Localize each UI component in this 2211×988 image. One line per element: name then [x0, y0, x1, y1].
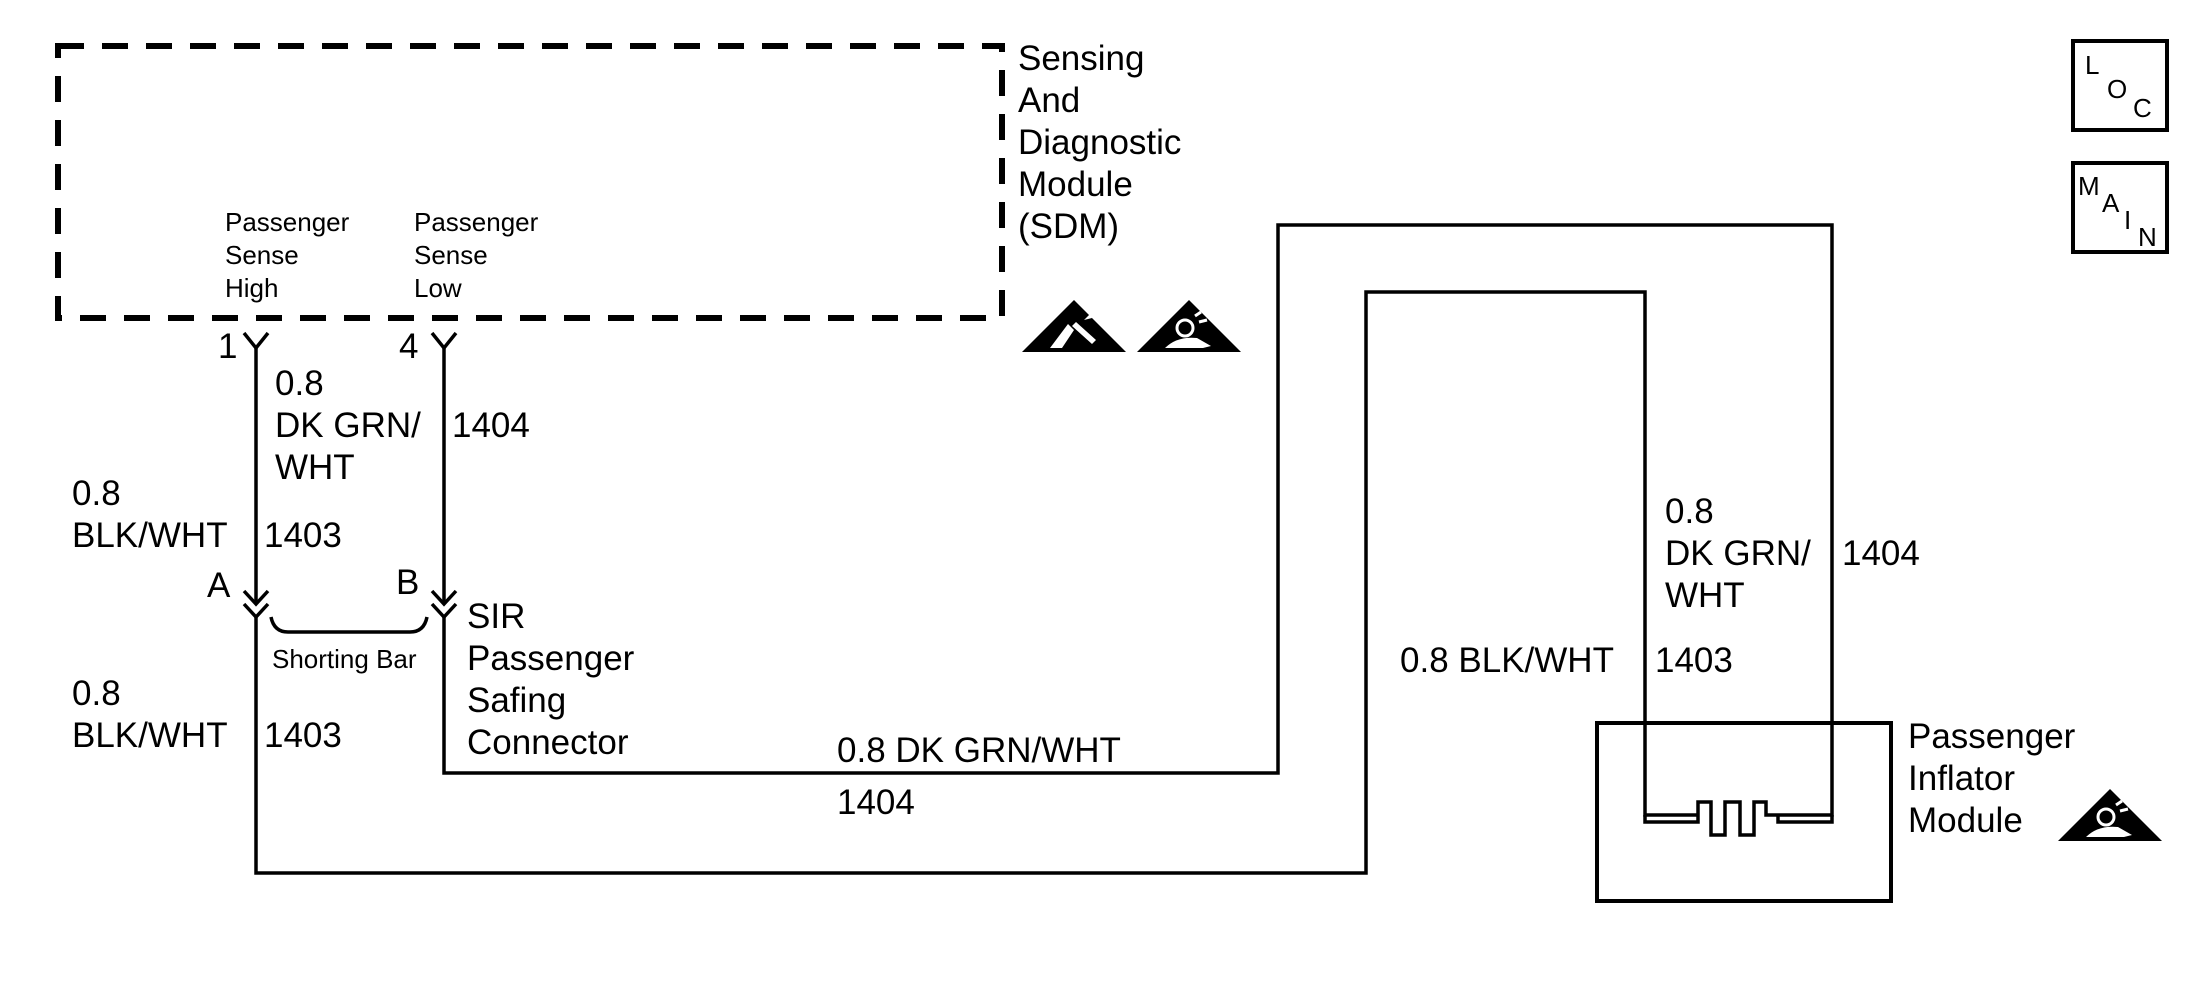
inflator-name: Passenger Inflator Module — [1908, 717, 2076, 840]
loc-button[interactable]: L O C — [2071, 39, 2169, 132]
main-char: N — [2138, 222, 2157, 252]
sdm-title-line: (SDM) — [1018, 207, 1119, 246]
wire-gauge-label: 0.8 — [72, 674, 121, 713]
pin-number-1: 1 — [218, 327, 237, 366]
wire-label-right-black: 0.8 BLK/WHT — [1400, 641, 1614, 680]
wire-gauge-label: 0.8 — [275, 364, 324, 403]
main-char: M — [2078, 171, 2100, 201]
pin-number-4: 4 — [399, 327, 418, 366]
sdm-terminal-high — [242, 331, 270, 351]
loc-char: C — [2133, 93, 2152, 123]
sdm-title-line: And — [1018, 81, 1080, 120]
connector-pin-a — [242, 589, 270, 620]
terminal-label-line: Passenger — [414, 207, 539, 237]
connector-name-line: Passenger — [467, 639, 635, 678]
loc-char: L — [2085, 50, 2099, 80]
terminal-label-low: Passenger Sense Low — [414, 207, 539, 303]
airbag-warning-icon — [1137, 300, 1241, 352]
wire-label-high-upper: 0.8 DK GRN/ WHT 1404 — [275, 364, 530, 487]
wire-color-label: DK GRN/ — [1665, 534, 1811, 573]
wire-1403-to-inflator — [254, 290, 1698, 875]
sdm-title-line: Sensing — [1018, 39, 1144, 78]
esd-warning-icon — [1022, 300, 1126, 352]
main-char: A — [2102, 188, 2120, 218]
connector-pin-b — [430, 589, 458, 620]
wire-color-label: BLK/WHT — [72, 516, 228, 555]
connector-pin-a-label: A — [207, 566, 231, 605]
sdm-terminal-low — [430, 331, 458, 351]
inflator-module-box — [1595, 721, 1893, 903]
inflator-name-line: Inflator — [1908, 759, 2015, 798]
shorting-bar-label: Shorting Bar — [272, 644, 417, 674]
connector-pin-b-label: B — [396, 563, 419, 602]
terminal-label-high: Passenger Sense High — [225, 207, 350, 303]
wire-color-label: DK GRN/ — [275, 406, 421, 445]
wire-color-label: WHT — [275, 448, 355, 487]
airbag-warning-icon — [2058, 789, 2162, 841]
terminal-label-line: Sense — [225, 240, 299, 270]
wire-color-label: WHT — [1665, 576, 1745, 615]
circuit-number: 1403 — [264, 516, 342, 555]
circuit-number: 1404 — [452, 406, 530, 445]
wire-color-label: BLK/WHT — [72, 716, 228, 755]
main-char: I — [2124, 205, 2131, 235]
wire-label-bottom-green: 0.8 DK GRN/WHT — [837, 731, 1121, 770]
sdm-title: Sensing And Diagnostic Module (SDM) — [1018, 39, 1181, 246]
wire-label-right-green: 0.8 DK GRN/ WHT 1404 — [1665, 492, 1920, 615]
loc-char: O — [2107, 74, 2127, 104]
terminal-label-line: Passenger — [225, 207, 350, 237]
circuit-number: 1404 — [1842, 534, 1920, 573]
wire-label-black-upper: 0.8 BLK/WHT 1403 — [72, 474, 342, 555]
shorting-bar — [269, 616, 429, 634]
connector-name: SIR Passenger Safing Connector — [467, 597, 635, 762]
inflator-squib-lead — [1643, 815, 1834, 824]
wire-label-black-lower: 0.8 BLK/WHT 1403 — [72, 674, 342, 755]
terminal-label-line: Sense — [414, 240, 488, 270]
circuit-number-right-black: 1403 — [1655, 641, 1733, 680]
connector-name-line: SIR — [467, 597, 525, 636]
inflator-name-line: Passenger — [1908, 717, 2076, 756]
connector-name-line: Safing — [467, 681, 566, 720]
wire-gauge-label: 0.8 — [1665, 492, 1714, 531]
sdm-title-line: Module — [1018, 165, 1133, 204]
sdm-dashed-box — [55, 43, 1005, 321]
terminal-label-line: High — [225, 273, 278, 303]
wire-gauge-label: 0.8 — [72, 474, 121, 513]
terminal-label-line: Low — [414, 273, 462, 303]
main-button[interactable]: M A I N — [2071, 161, 2169, 254]
circuit-number: 1403 — [264, 716, 342, 755]
sdm-title-line: Diagnostic — [1018, 123, 1181, 162]
wire-1404-to-inflator — [442, 223, 1834, 817]
inflator-name-line: Module — [1908, 801, 2023, 840]
connector-name-line: Connector — [467, 723, 629, 762]
circuit-number-bottom-green: 1404 — [837, 783, 915, 822]
inflator-squib — [1696, 800, 1778, 837]
